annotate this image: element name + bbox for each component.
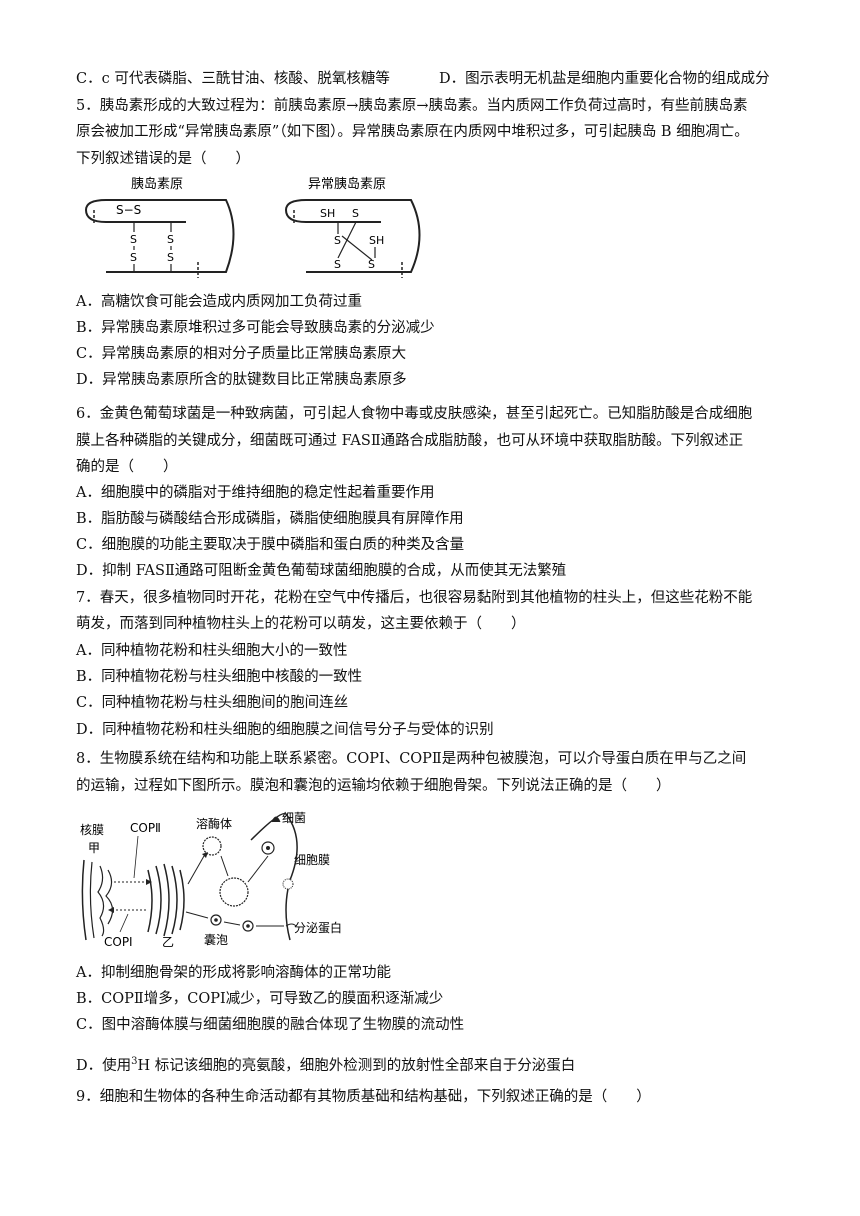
- q7-stem-line-1: 7．春天，很多植物同时开花，花粉在空气中传播后，也很容易黏附到其他植物的柱头上，…: [76, 590, 753, 606]
- q7-stem-line-2: 萌发，而落到同种植物柱头上的花粉可以萌发，这主要依赖于（ ）: [76, 616, 526, 632]
- q7-option-a: A．同种植物花粉和柱头细胞大小的一致性: [76, 643, 348, 659]
- q4-option-d: D．图示表明无机盐是细胞内重要化合物的组成成分: [439, 71, 770, 87]
- svg-text:溶酶体: 溶酶体: [196, 816, 232, 831]
- proinsulin-chain: [84, 199, 235, 273]
- insulin-figure: 胰岛素原 S−S S S S S 异常胰岛素原 SH S S SH S S: [76, 172, 436, 288]
- svg-text:细胞膜: 细胞膜: [294, 853, 330, 867]
- svg-text:S: S: [167, 233, 174, 246]
- q7-option-d: D．同种植物花粉和柱头细胞的细胞膜之间信号分子与受体的识别: [76, 722, 494, 738]
- q8-option-b: B．COPⅡ增多，COPⅠ减少，可导致乙的膜面积逐渐减少: [76, 991, 444, 1007]
- svg-text:甲: 甲: [88, 841, 100, 855]
- q6-option-c: C．细胞膜的功能主要取决于膜中磷脂和蛋白质的种类及含量: [76, 537, 465, 553]
- q5-stem-line-2: 原会被加工形成“异常胰岛素原”（如下图）。异常胰岛素原在内质网中堆积过多，可引起…: [76, 124, 749, 140]
- q7-option-c: C．同种植物花粉与柱头细胞间的胞间连丝: [76, 695, 349, 711]
- q8-stem-line-2: 的运输，过程如下图所示。膜泡和囊泡的运输均依赖于细胞骨架。下列说法正确的是（ ）: [76, 778, 671, 794]
- fig-left-ss: S−S: [116, 203, 141, 217]
- svg-text:S: S: [130, 251, 137, 264]
- q8-option-a: A．抑制细胞骨架的形成将影响溶酶体的正常功能: [76, 965, 391, 981]
- q5-option-d: D．异常胰岛素原所含的肽键数目比正常胰岛素原多: [76, 372, 407, 388]
- q5-option-c: C．异常胰岛素原的相对分子质量比正常胰岛素原大: [76, 346, 407, 362]
- svg-text:S: S: [130, 233, 137, 246]
- q4-option-c: C．c 可代表磷脂、三酰甘油、核酸、脱氧核糖等: [76, 71, 390, 87]
- svg-text:S: S: [334, 258, 341, 271]
- q7-option-b: B．同种植物花粉与柱头细胞中核酸的一致性: [76, 669, 363, 685]
- q6-option-b: B．脂肪酸与磷酸结合形成磷脂，磷脂使细胞膜具有屏障作用: [76, 511, 464, 527]
- q5-stem-line-3: 下列叙述错误的是（ ）: [76, 151, 250, 167]
- svg-text:囊泡: 囊泡: [204, 932, 228, 947]
- svg-text:S: S: [352, 207, 359, 220]
- svg-text:分泌蛋白: 分泌蛋白: [294, 920, 342, 935]
- q8-stem-line-1: 8．生物膜系统在结构和功能上联系紧密。COPⅠ、COPⅡ是两种包被膜泡，可以介导…: [76, 751, 747, 767]
- svg-text:核膜: 核膜: [80, 823, 104, 837]
- q6-stem-line-2: 膜上各种磷脂的关键成分，细菌既可通过 FASⅡ通路合成脂肪酸，也可从环境中获取脂…: [76, 433, 744, 449]
- q9-stem: 9．细胞和生物体的各种生命活动都有其物质基础和结构基础，下列叙述正确的是（ ）: [76, 1089, 651, 1105]
- q8-option-d: D．使用3H 标记该细胞的亮氨酸，细胞外检测到的放射性全部来自于分泌蛋白: [76, 1056, 576, 1074]
- abnormal-proinsulin-chain: [284, 199, 421, 273]
- svg-text:SH: SH: [369, 234, 384, 247]
- svg-text:SH: SH: [320, 207, 335, 220]
- svg-text:细菌: 细菌: [282, 811, 306, 825]
- fig-right-title: 异常胰岛素原: [308, 176, 386, 192]
- svg-text:S: S: [167, 251, 174, 264]
- svg-text:S: S: [334, 234, 341, 247]
- q6-stem-line-3: 确的是（ ）: [76, 459, 178, 475]
- insulin-diagram: 胰岛素原 S−S S S S S 异常胰岛素原 SH S S SH S S: [84, 176, 421, 278]
- superscript-3: 3: [131, 1056, 138, 1067]
- svg-text:S: S: [368, 258, 375, 271]
- q8-option-c: C．图中溶酶体膜与细菌细胞膜的融合体现了生物膜的流动性: [76, 1017, 465, 1033]
- q6-option-d: D．抑制 FASⅡ通路可阻断金黄色葡萄球菌细胞膜的合成，从而使其无法繁殖: [76, 563, 567, 579]
- svg-text:乙: 乙: [162, 935, 174, 949]
- q5-stem-line-1: 5．胰岛素形成的大致过程为：前胰岛素原→胰岛素原→胰岛素。当内质网工作负荷过高时…: [76, 98, 748, 114]
- q6-stem-line-1: 6．金黄色葡萄球菌是一种致病菌，可引起人食物中毒或皮肤感染，甚至引起死亡。已知脂…: [76, 406, 753, 422]
- q6-option-a: A．细胞膜中的磷脂对于维持细胞的稳定性起着重要作用: [76, 485, 435, 501]
- membrane-transport-diagram: 核膜 甲 COPⅡ COPⅠ 乙 溶酶体 细菌 细胞膜 囊泡 分泌蛋白: [80, 811, 342, 949]
- svg-text:COPⅡ: COPⅡ: [130, 821, 161, 835]
- membrane-transport-figure: 核膜 甲 COPⅡ COPⅠ 乙 溶酶体 细菌 细胞膜 囊泡 分泌蛋白: [76, 800, 376, 954]
- svg-text:COPⅠ: COPⅠ: [104, 935, 133, 949]
- q5-option-b: B．异常胰岛素原堆积过多可能会导致胰岛素的分泌减少: [76, 320, 435, 336]
- cell-membrane-line: [250, 812, 298, 941]
- q5-option-a: A．高糖饮食可能会造成内质网加工负荷过重: [76, 294, 362, 310]
- fig-left-title: 胰岛素原: [131, 176, 183, 192]
